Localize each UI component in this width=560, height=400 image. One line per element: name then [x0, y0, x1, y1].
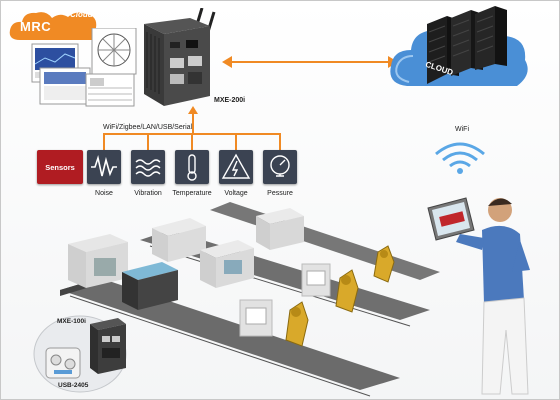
sensor-bus-lines [103, 106, 281, 150]
voltage-sensor-tile[interactable] [219, 150, 253, 184]
mrc-brand-text: MRC [20, 19, 52, 34]
inspection-station-b [122, 262, 178, 310]
robot-arm-c [373, 245, 395, 283]
gateway-interfaces-label: WiFi/Zigbee/LAN/USB/Serial [103, 124, 193, 131]
inspection-station-e [256, 208, 304, 250]
temperature-sensor-tile[interactable] [175, 150, 209, 184]
inspection-station-d [200, 240, 254, 288]
thermometer-icon [187, 154, 197, 181]
gateway-device [144, 8, 216, 106]
robot-arm-b [335, 269, 359, 313]
temperature-label: Temperature [172, 190, 212, 197]
usb-2405-label: USB-2405 [58, 382, 89, 389]
monitoring-screens [31, 28, 137, 107]
noise-waveform-icon [91, 155, 117, 177]
vibration-waves-icon [135, 159, 161, 177]
technician-with-tablet [427, 197, 530, 395]
factory-production-line [60, 202, 440, 397]
gateway-model-label: MXE-200i [214, 97, 246, 104]
high-voltage-icon [221, 153, 251, 179]
voltage-label: Voltage [224, 190, 248, 197]
cloud-server-cluster [390, 6, 528, 86]
robot-arm-a [285, 301, 309, 347]
inspection-station-c [152, 218, 206, 262]
mxe-100i-label: MXE-100i [57, 318, 86, 325]
mrc-cloud-suffix: Cloud [70, 10, 93, 19]
vibration-label: Vibration [134, 190, 162, 197]
bottom-devices-inset [33, 315, 127, 393]
sensors-button[interactable]: Sensors [37, 150, 83, 184]
noise-sensor-tile[interactable] [87, 150, 121, 184]
pressure-label: Pessure [267, 190, 293, 197]
monitor-kiosk-a [239, 299, 273, 337]
pressure-gauge-icon [270, 155, 290, 177]
noise-label: Noise [95, 190, 113, 197]
inspection-station-a [68, 234, 128, 288]
mrc-cloud-logo [9, 12, 99, 40]
monitor-kiosk-b [301, 263, 331, 297]
vibration-sensor-tile[interactable] [131, 150, 165, 184]
wifi-label: WiFi [455, 126, 469, 133]
pressure-sensor-tile[interactable] [263, 150, 297, 184]
wifi-signal-icon [435, 142, 485, 174]
